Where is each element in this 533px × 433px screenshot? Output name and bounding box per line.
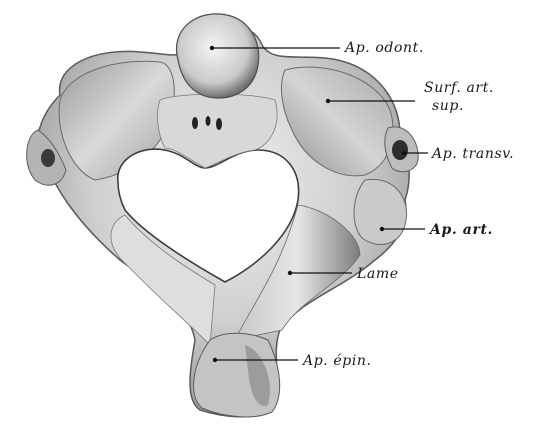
nutrient-foramen xyxy=(216,118,222,130)
label-articular: Ap. art. xyxy=(428,222,493,238)
nutrient-foramen xyxy=(206,116,211,126)
leader-articular-dot xyxy=(380,227,384,231)
leader-spinous-dot xyxy=(213,358,217,362)
leader-transverse-dot xyxy=(402,151,406,155)
leader-superior-facet-dot xyxy=(326,99,330,103)
nutrient-foramen xyxy=(192,117,198,129)
left-transverse-foramen xyxy=(41,149,55,167)
label-superior-facet-line2: sup. xyxy=(432,98,464,114)
label-spinous: Ap. épin. xyxy=(301,353,372,369)
label-lamina: Lame xyxy=(356,266,399,282)
label-odontoid: Ap. odont. xyxy=(343,40,424,56)
leader-odontoid-dot xyxy=(210,46,214,50)
right-transverse-foramen xyxy=(392,140,408,160)
leader-lamina-dot xyxy=(288,271,292,275)
odontoid-process xyxy=(176,14,258,98)
label-transverse: Ap. transv. xyxy=(430,146,514,162)
label-superior-facet-line1: Surf. art. xyxy=(424,80,494,96)
